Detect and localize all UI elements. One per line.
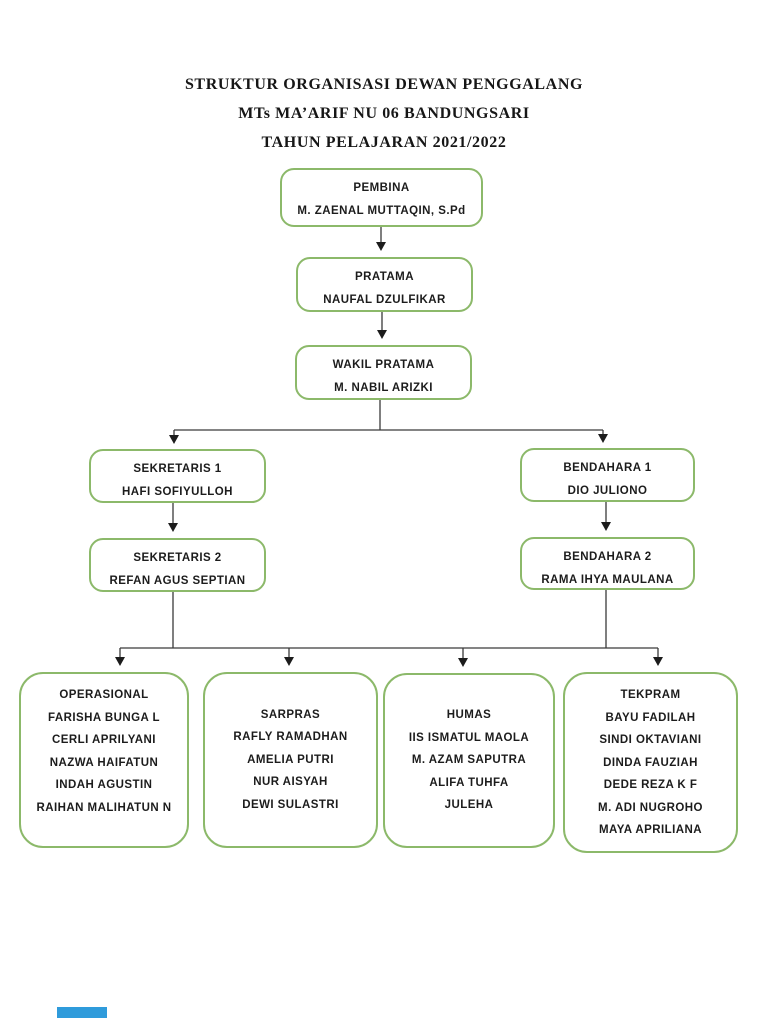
member-name: NUR AISYAH — [253, 776, 328, 788]
member-name: IIS ISMATUL MAOLA — [408, 731, 530, 744]
org-node-pembina: PEMBINA M. ZAENAL MUTTAQIN, S.Pd — [280, 168, 483, 227]
member-name: BAYU FADILAH — [605, 711, 696, 724]
org-node-sekretaris-2: SEKRETARIS 2 REFAN AGUS SEPTIAN — [89, 538, 266, 592]
node-title: SEKRETARIS 2 — [133, 552, 222, 564]
member-name: M. ZAENAL MUTTAQIN, S.Pd — [297, 205, 466, 217]
org-node-wakil-pratama: WAKIL PRATAMA M. NABIL ARIZKI — [295, 345, 472, 400]
blue-accent-bar — [57, 1007, 107, 1018]
page-title-line-2: MTs MA’ARIF NU 06 BANDUNGSARI — [238, 105, 530, 122]
page-title: STRUKTUR ORGANISASI DEWAN PENGGALANG MTs… — [0, 70, 768, 157]
member-name: FARISHA BUNGA L — [48, 711, 160, 724]
member-name: DINDA FAUZIAH — [603, 756, 698, 769]
node-title: SARPRAS — [260, 708, 321, 721]
member-name: M. NABIL ARIZKI — [334, 382, 433, 394]
member-name: MAYA APRILIANA — [599, 824, 702, 836]
member-name: M. ADI NUGROHO — [598, 801, 703, 814]
member-name: HAFI SOFIYULLOH — [122, 486, 233, 498]
node-title: WAKIL PRATAMA — [332, 359, 435, 371]
member-name: CERLI APRILYANI — [52, 734, 156, 746]
member-name: JULEHA — [444, 799, 494, 811]
node-title: HUMAS — [446, 709, 492, 721]
node-title: SEKRETARIS 1 — [133, 463, 222, 475]
member-name: DEWI SULASTRI — [242, 798, 339, 811]
org-node-pratama: PRATAMA NAUFAL DZULFIKAR — [296, 257, 473, 312]
member-name: NAUFAL DZULFIKAR — [323, 294, 446, 306]
member-name: REFAN AGUS SEPTIAN — [109, 575, 246, 587]
member-name: DEDE REZA K F — [603, 779, 698, 791]
member-name: M. AZAM SAPUTRA — [411, 754, 527, 766]
node-title: TEKPRAM — [620, 689, 681, 701]
org-node-humas: HUMAS IIS ISMATUL MAOLA M. AZAM SAPUTRA … — [383, 673, 555, 848]
org-node-tekpram: TEKPRAM BAYU FADILAH SINDI OKTAVIANI DIN… — [563, 672, 738, 853]
member-name: NAZWA HAIFATUN — [49, 756, 159, 769]
page-title-line-3: TAHUN PELAJARAN 2021/2022 — [261, 134, 507, 151]
member-name: DIO JULIONO — [567, 485, 648, 497]
node-title: BENDAHARA 1 — [563, 462, 652, 474]
member-name: ALIFA TUHFA — [429, 776, 509, 789]
node-title: PRATAMA — [355, 271, 414, 283]
member-name: RAMA IHYA MAULANA — [541, 574, 674, 586]
org-node-sarpras: SARPRAS RAFLY RAMADHAN AMELIA PUTRI NUR … — [203, 672, 378, 848]
member-name: INDAH AGUSTIN — [55, 779, 153, 791]
node-title: PEMBINA — [353, 182, 410, 194]
org-node-operasional: OPERASIONAL FARISHA BUNGA L CERLI APRILY… — [19, 672, 189, 848]
node-title: BENDAHARA 2 — [563, 551, 652, 563]
org-node-bendahara-2: BENDAHARA 2 RAMA IHYA MAULANA — [520, 537, 695, 590]
org-node-bendahara-1: BENDAHARA 1 DIO JULIONO — [520, 448, 695, 502]
member-name: RAFLY RAMADHAN — [233, 731, 348, 743]
org-node-sekretaris-1: SEKRETARIS 1 HAFI SOFIYULLOH — [89, 449, 266, 503]
member-name: AMELIA PUTRI — [247, 753, 334, 766]
member-name: SINDI OKTAVIANI — [599, 734, 702, 746]
member-name: RAIHAN MALIHATUN N — [36, 801, 172, 814]
node-title: OPERASIONAL — [59, 689, 149, 701]
page-title-line-1: STRUKTUR ORGANISASI DEWAN PENGGALANG — [184, 76, 584, 93]
